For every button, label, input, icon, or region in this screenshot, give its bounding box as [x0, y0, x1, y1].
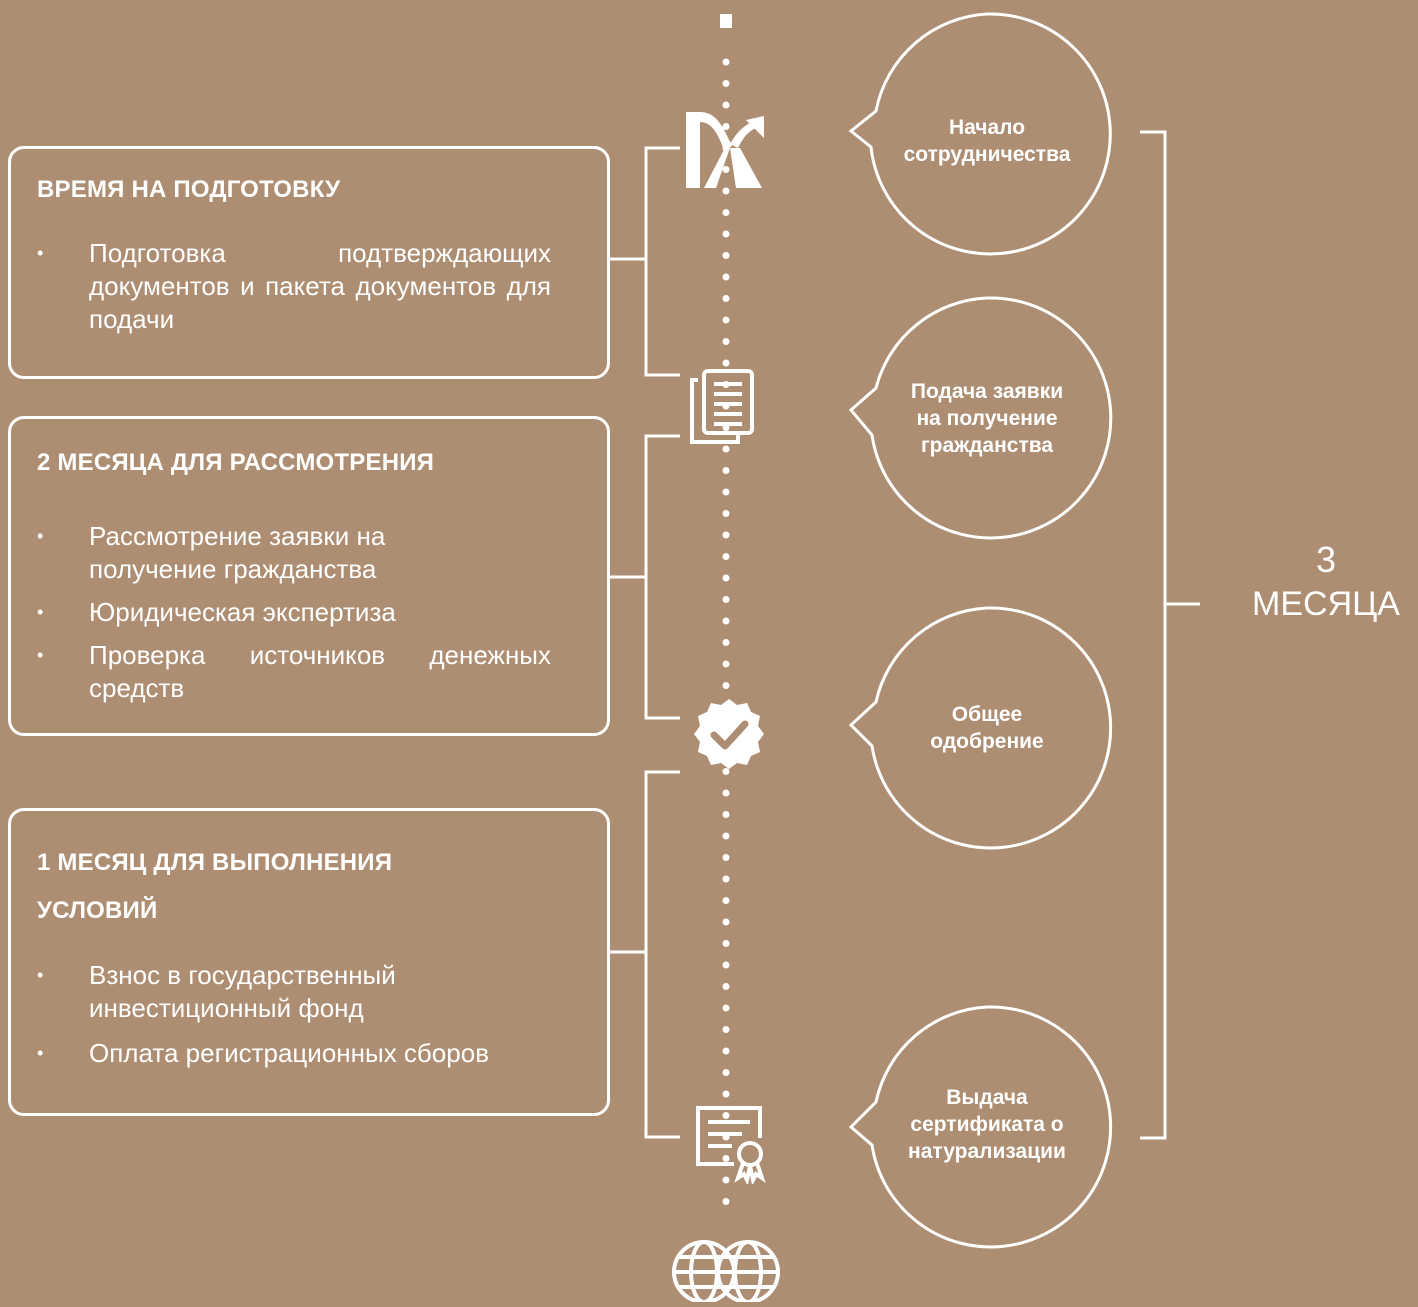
panel-3-bracket [610, 770, 680, 1139]
timeline-start-marker [720, 14, 732, 28]
stage-panel-review: 2 МЕСЯЦА ДЛЯ РАССМОТРЕНИЯ Рассмотрение з… [8, 416, 610, 736]
milestone-label-1: Начало сотрудничества [903, 116, 1071, 166]
globes-icon [666, 1230, 786, 1307]
milestone-bubble-4 [848, 1005, 1113, 1249]
panel-title: 2 МЕСЯЦА ДЛЯ РАССМОТРЕНИЯ [37, 449, 435, 476]
milestone-label-2: Подача заявки на получение гражданства [910, 380, 1064, 457]
panel-bullet-list: Рассмотрение заявки на получение граждан… [17, 520, 551, 705]
stage-panel-preparation: ВРЕМЯ НА ПОДГОТОВКУ Подготовка подтвержд… [8, 146, 610, 379]
panel-title-line-1: 1 МЕСЯЦ ДЛЯ ВЫПОЛНЕНИЯ [37, 849, 393, 876]
panel-1-bracket [610, 146, 680, 377]
certificate-icon [692, 1104, 772, 1189]
list-item: Взнос в государственный инвестиционный ф… [17, 959, 469, 1025]
panel-bullet-list: Подготовка подтверждающих документов и п… [17, 237, 551, 336]
list-item: Оплата регистрационных сборов [17, 1037, 551, 1070]
total-duration-bracket [1140, 130, 1200, 1140]
milestone-label-3: Общее одобрение [930, 703, 1044, 753]
list-item: Юридическая экспертиза [17, 596, 551, 629]
total-duration-number: 3 [1315, 539, 1337, 580]
approval-badge-icon [692, 697, 766, 776]
panel-2-bracket [610, 434, 680, 720]
logo-icon [684, 108, 766, 195]
panel-bullet-list: Взнос в государственный инвестиционный ф… [17, 959, 551, 1070]
document-icon [686, 368, 758, 451]
total-duration-unit: МЕСЯЦА [1252, 585, 1400, 623]
list-item: Рассмотрение заявки на получение граждан… [17, 520, 429, 586]
total-duration: 3 МЕСЯЦА [1226, 538, 1418, 626]
list-item: Проверка источников денежных средств [17, 639, 551, 705]
list-item: Подготовка подтверждающих документов и п… [17, 237, 551, 336]
panel-title-line-2: УСЛОВИЙ [37, 897, 158, 924]
milestone-label-4: Выдача сертификата о натурализации [908, 1086, 1066, 1163]
milestone-bubble-1 [848, 12, 1112, 256]
stage-panel-conditions: 1 МЕСЯЦ ДЛЯ ВЫПОЛНЕНИЯ УСЛОВИЙ Взнос в г… [8, 808, 610, 1116]
milestone-bubble-2 [848, 296, 1113, 540]
milestone-bubble-3 [848, 606, 1113, 850]
panel-title: ВРЕМЯ НА ПОДГОТОВКУ [37, 176, 341, 203]
